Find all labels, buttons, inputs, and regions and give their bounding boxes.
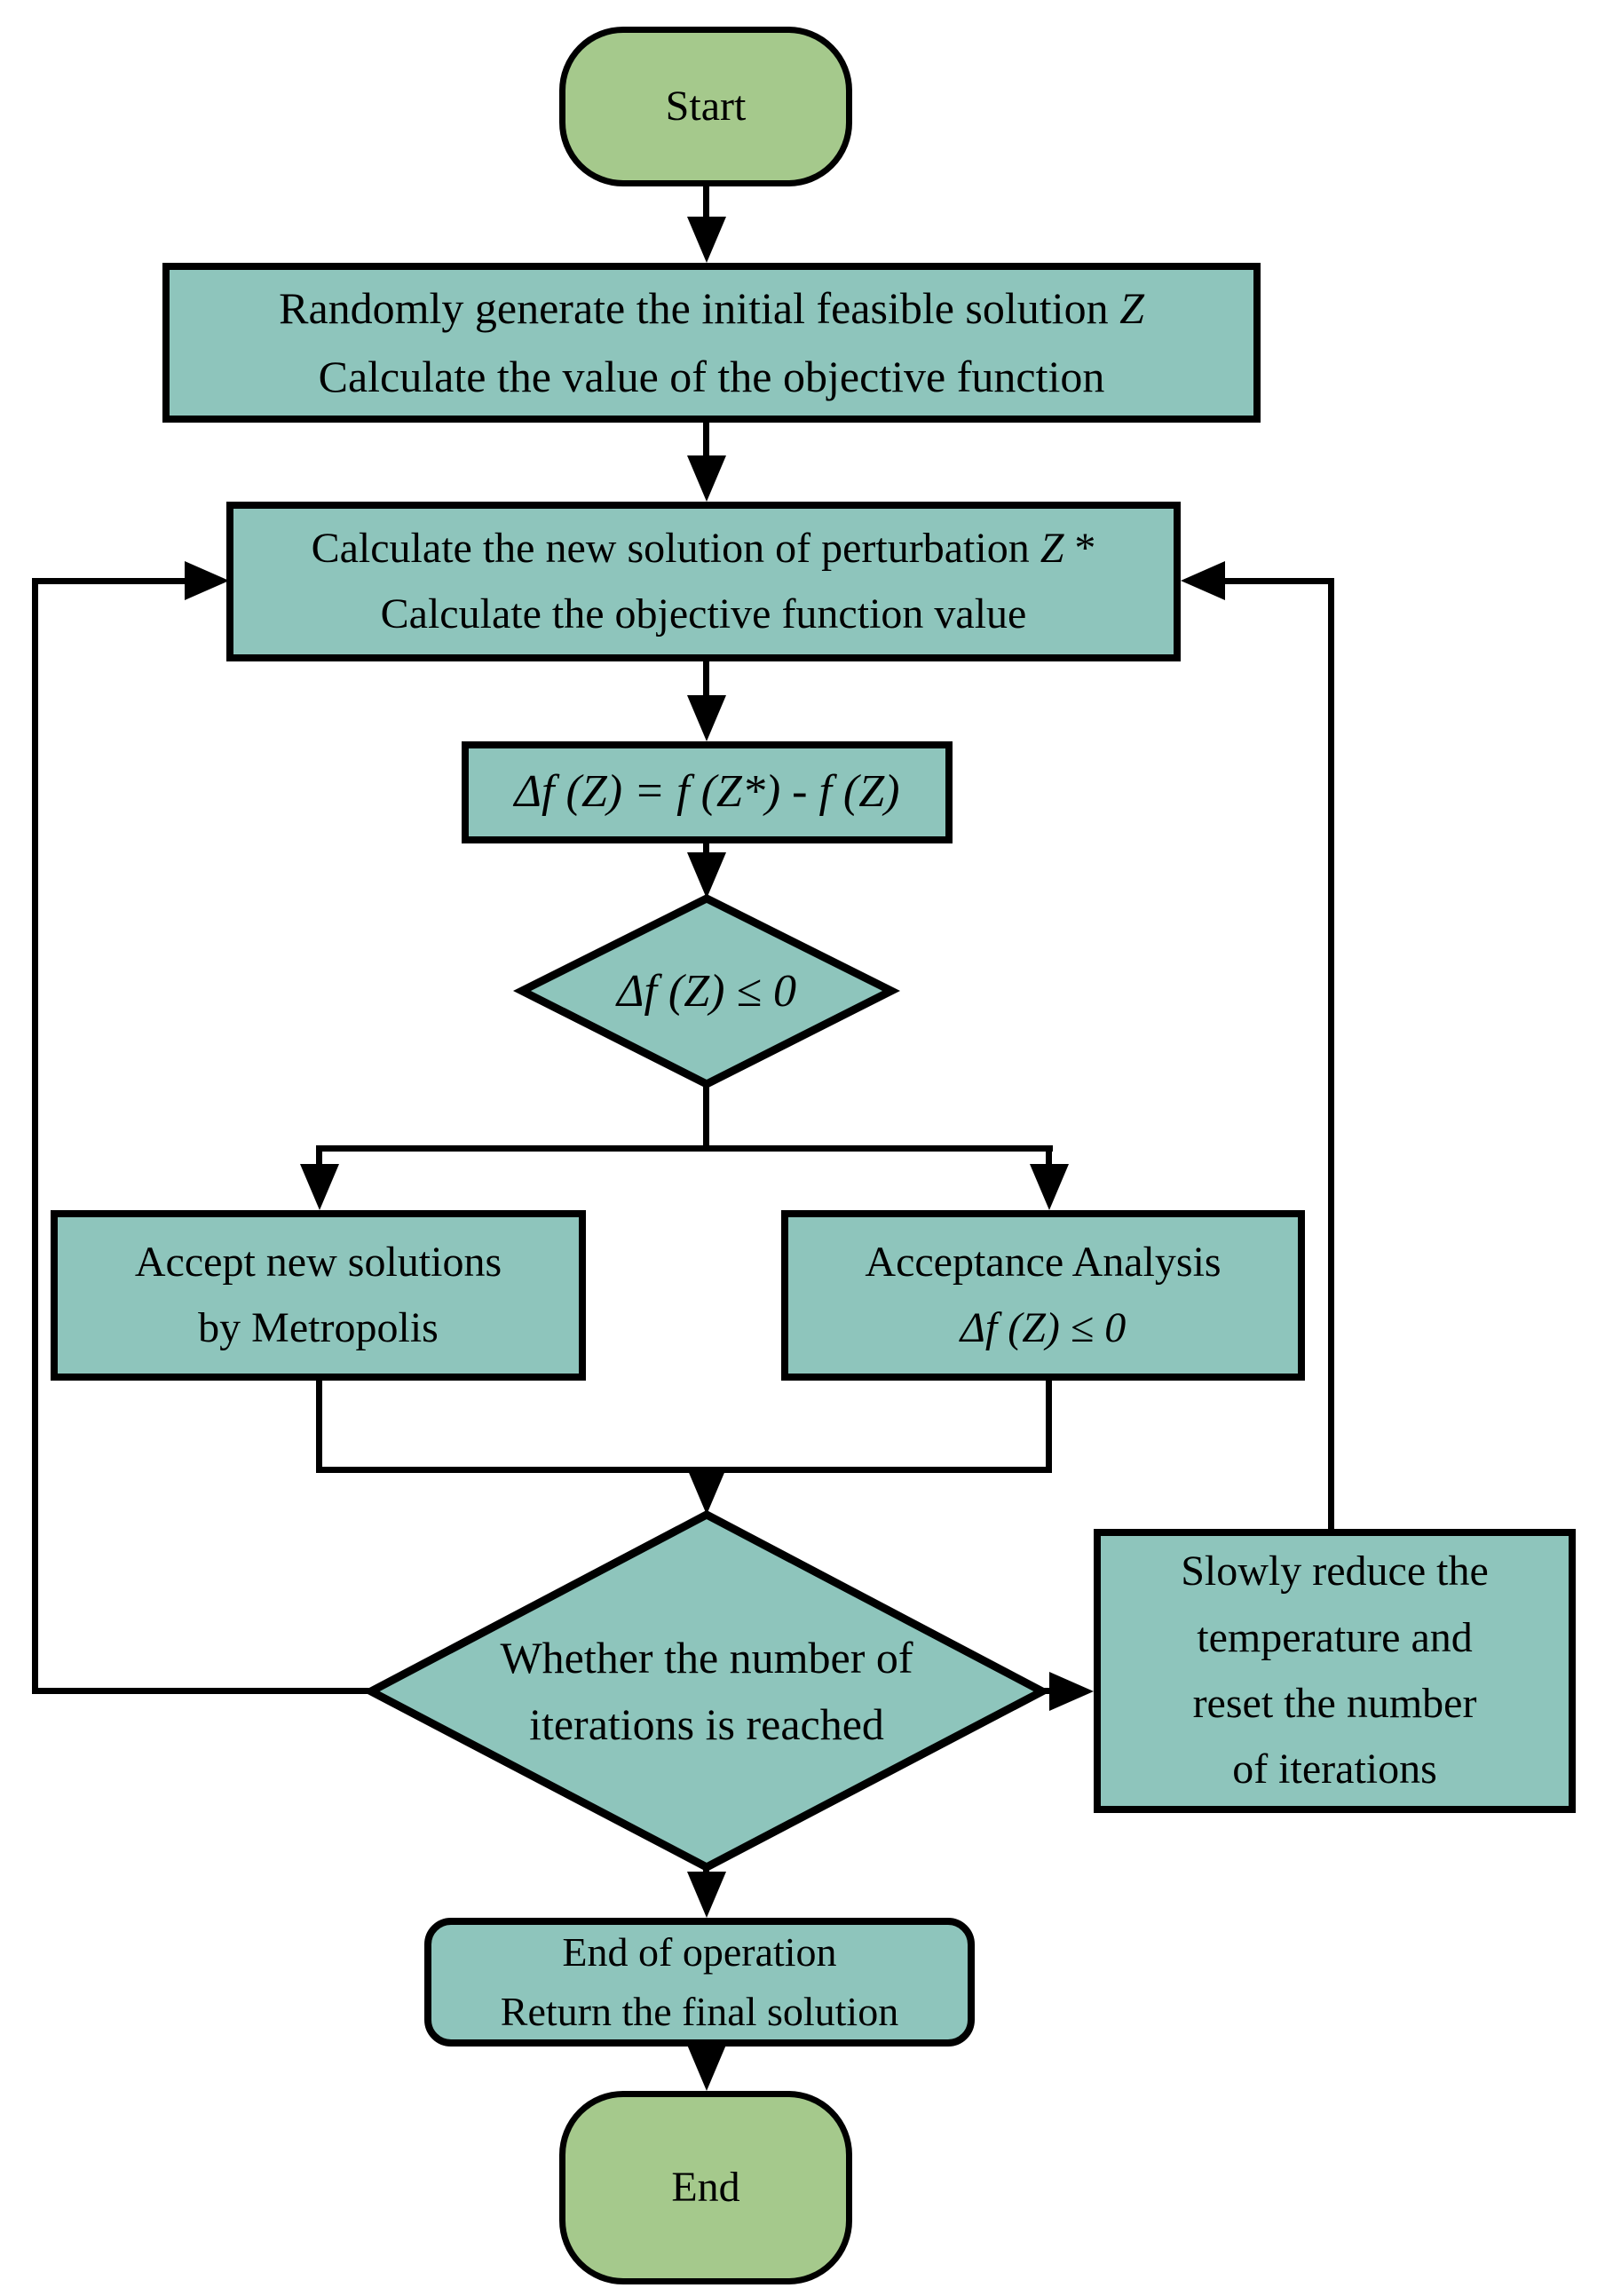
cooling-line-3: reset the number	[1192, 1680, 1477, 1727]
cooling-line-1: Slowly reduce the	[1181, 1548, 1489, 1595]
perturb-line-1-variable: Z	[1040, 524, 1064, 572]
connector-acceptance-merge	[1046, 1381, 1052, 1473]
split-horizontal-line	[316, 1145, 1053, 1152]
connector-metropolis-merge	[316, 1381, 322, 1473]
end-operation-line-2: Return the final solution	[500, 1988, 899, 2034]
delta-formula-box: Δf (Z) = f (Z*) - f (Z)	[462, 741, 953, 843]
init-line-2: Calculate the value of the objective fun…	[318, 352, 1105, 401]
perturb-line-1-suffix: *	[1063, 524, 1096, 572]
arrowhead-perturb-formula	[687, 695, 726, 741]
arrowhead-decision2-finish	[687, 1872, 726, 1918]
cooling-box: Slowly reduce the temperature and reset …	[1094, 1529, 1576, 1813]
perturb-line-1-text: Calculate the new solution of perturbati…	[311, 524, 1040, 572]
metropolis-box: Accept new solutions by Metropolis	[51, 1210, 586, 1381]
iterations-decision-label: Whether the number of iterations is reac…	[362, 1506, 1051, 1876]
init-solution-box: Randomly generate the initial feasible s…	[162, 263, 1261, 423]
arrowhead-split-metropolis	[300, 1164, 339, 1210]
metropolis-line-2: by Metropolis	[198, 1304, 439, 1351]
merge-horizontal-line	[316, 1467, 1052, 1473]
loop-left-bottom-line	[32, 1688, 377, 1694]
arrowhead-decision2-cooling	[1049, 1672, 1094, 1711]
connector-formula-decision1	[703, 843, 709, 858]
loop-right-vertical-line	[1328, 578, 1334, 1529]
connector-split-acceptance	[1046, 1145, 1052, 1170]
arrowhead-formula-decision1	[687, 852, 726, 899]
iterations-line-2: iterations is reached	[529, 1698, 884, 1749]
connector-split-metropolis	[316, 1145, 322, 1170]
connector-init-perturb	[703, 421, 709, 460]
init-line-1-variable: Z	[1119, 282, 1144, 333]
end-node: End	[559, 2091, 852, 2284]
arrowhead-cooling-perturb	[1181, 561, 1225, 600]
cooling-line-4: of iterations	[1232, 1746, 1437, 1793]
connector-decision1-split	[703, 1084, 709, 1151]
init-line-1: Randomly generate the initial feasible s…	[279, 274, 1144, 344]
start-label: Start	[665, 82, 747, 130]
arrowhead-start-init	[687, 217, 726, 263]
loop-left-top-line	[38, 578, 185, 584]
acceptance-line-1: Acceptance Analysis	[865, 1238, 1222, 1286]
delta-formula-label: Δf (Z) = f (Z*) - f (Z)	[514, 766, 900, 818]
arrowhead-finish-end	[687, 2045, 726, 2091]
arrowhead-split-acceptance	[1030, 1164, 1069, 1210]
perturb-line-1: Calculate the new solution of perturbati…	[312, 516, 1096, 582]
arrowhead-merge-decision2	[687, 1469, 726, 1515]
connector-start-init	[703, 185, 709, 222]
perturb-solution-box: Calculate the new solution of perturbati…	[226, 502, 1181, 661]
loop-right-horizontal-line	[1219, 578, 1334, 584]
arrowhead-loop-perturb	[185, 561, 229, 600]
delta-decision-label: Δf (Z) ≤ 0	[616, 965, 797, 1017]
end-label: End	[671, 2163, 740, 2211]
acceptance-analysis-box: Acceptance Analysis Δf (Z) ≤ 0	[781, 1210, 1305, 1381]
cooling-line-2: temperature and	[1197, 1613, 1473, 1661]
perturb-line-2: Calculate the objective function value	[380, 590, 1027, 637]
connector-perturb-formula	[703, 661, 709, 701]
connector-decision2-cooling	[1039, 1688, 1053, 1694]
metropolis-line-1: Accept new solutions	[134, 1238, 502, 1286]
end-operation-box: End of operation Return the final soluti…	[424, 1918, 975, 2047]
init-line-1-text: Randomly generate the initial feasible s…	[279, 282, 1120, 333]
start-node: Start	[559, 27, 852, 186]
arrowhead-init-perturb	[687, 455, 726, 502]
acceptance-line-2: Δf (Z) ≤ 0	[960, 1304, 1127, 1351]
loop-left-vertical-line	[32, 578, 38, 1694]
end-operation-line-1: End of operation	[562, 1928, 837, 1975]
iterations-line-1: Whether the number of	[500, 1632, 913, 1682]
